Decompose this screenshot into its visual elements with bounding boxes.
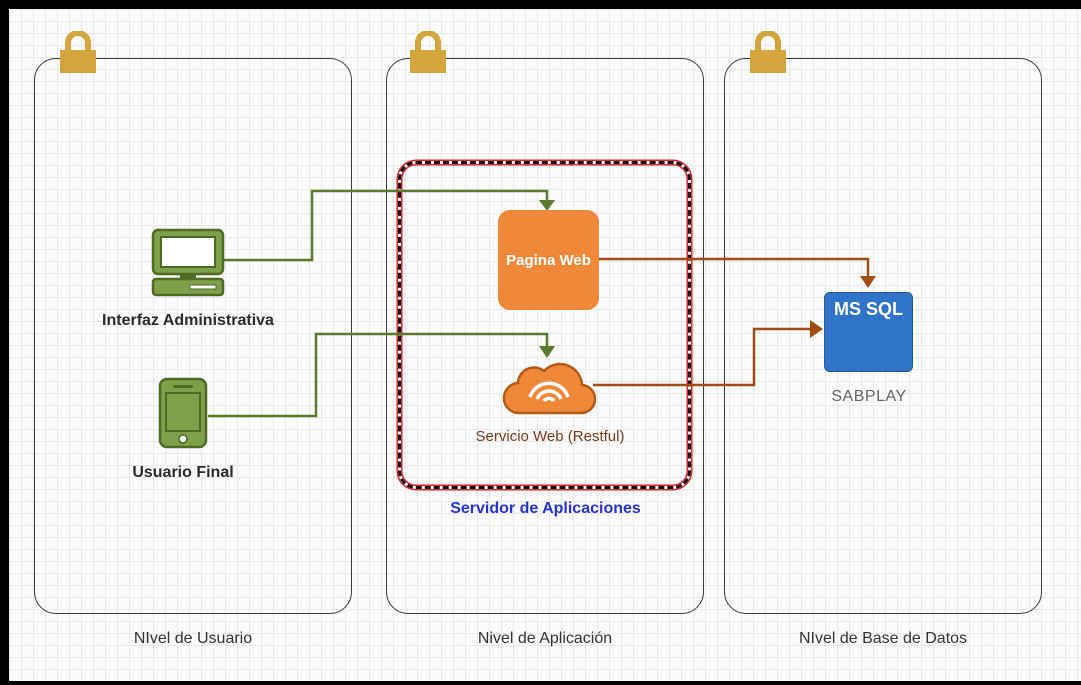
tier-user-label: NIvel de Usuario (133, 630, 253, 647)
arrowhead-db-left (810, 320, 823, 338)
lock-icon (60, 31, 96, 73)
cloud-wifi-icon (502, 362, 596, 415)
web-page-label: Pagina Web (506, 251, 591, 269)
desktop-computer-icon (151, 228, 225, 297)
tier-application-label: Nivel de Aplicación (477, 630, 613, 647)
database-caption: SABPLAY (831, 388, 907, 405)
tier-database-label: NIvel de Base de Datos (798, 630, 968, 647)
arrowhead-db-top (860, 276, 876, 288)
database-node: MS SQL (824, 292, 913, 372)
web-service-label: Servicio Web (Restful) (475, 428, 625, 445)
web-page-node: Pagina Web (498, 210, 599, 310)
tier-application-container (386, 58, 704, 614)
connector-user-to-web-service (208, 332, 549, 418)
tier-user-container (34, 58, 352, 614)
lock-icon (410, 31, 446, 73)
arrowhead-web-page (539, 200, 555, 211)
connector-admin-to-web-page (224, 189, 549, 262)
application-server-group (398, 161, 691, 489)
connector-web-service-to-db (593, 327, 812, 387)
tier-database-container (724, 58, 1042, 614)
mobile-phone-icon (158, 377, 208, 449)
lock-icon (750, 31, 786, 73)
application-server-label: Servidor de Aplicaciones (450, 500, 641, 517)
arrowhead-web-service (539, 346, 555, 358)
end-user-label: Usuario Final (132, 464, 234, 481)
admin-interface-label: Interfaz Administrativa (102, 312, 274, 329)
connector-web-page-to-db (599, 257, 870, 276)
database-name: MS SQL (833, 299, 903, 319)
